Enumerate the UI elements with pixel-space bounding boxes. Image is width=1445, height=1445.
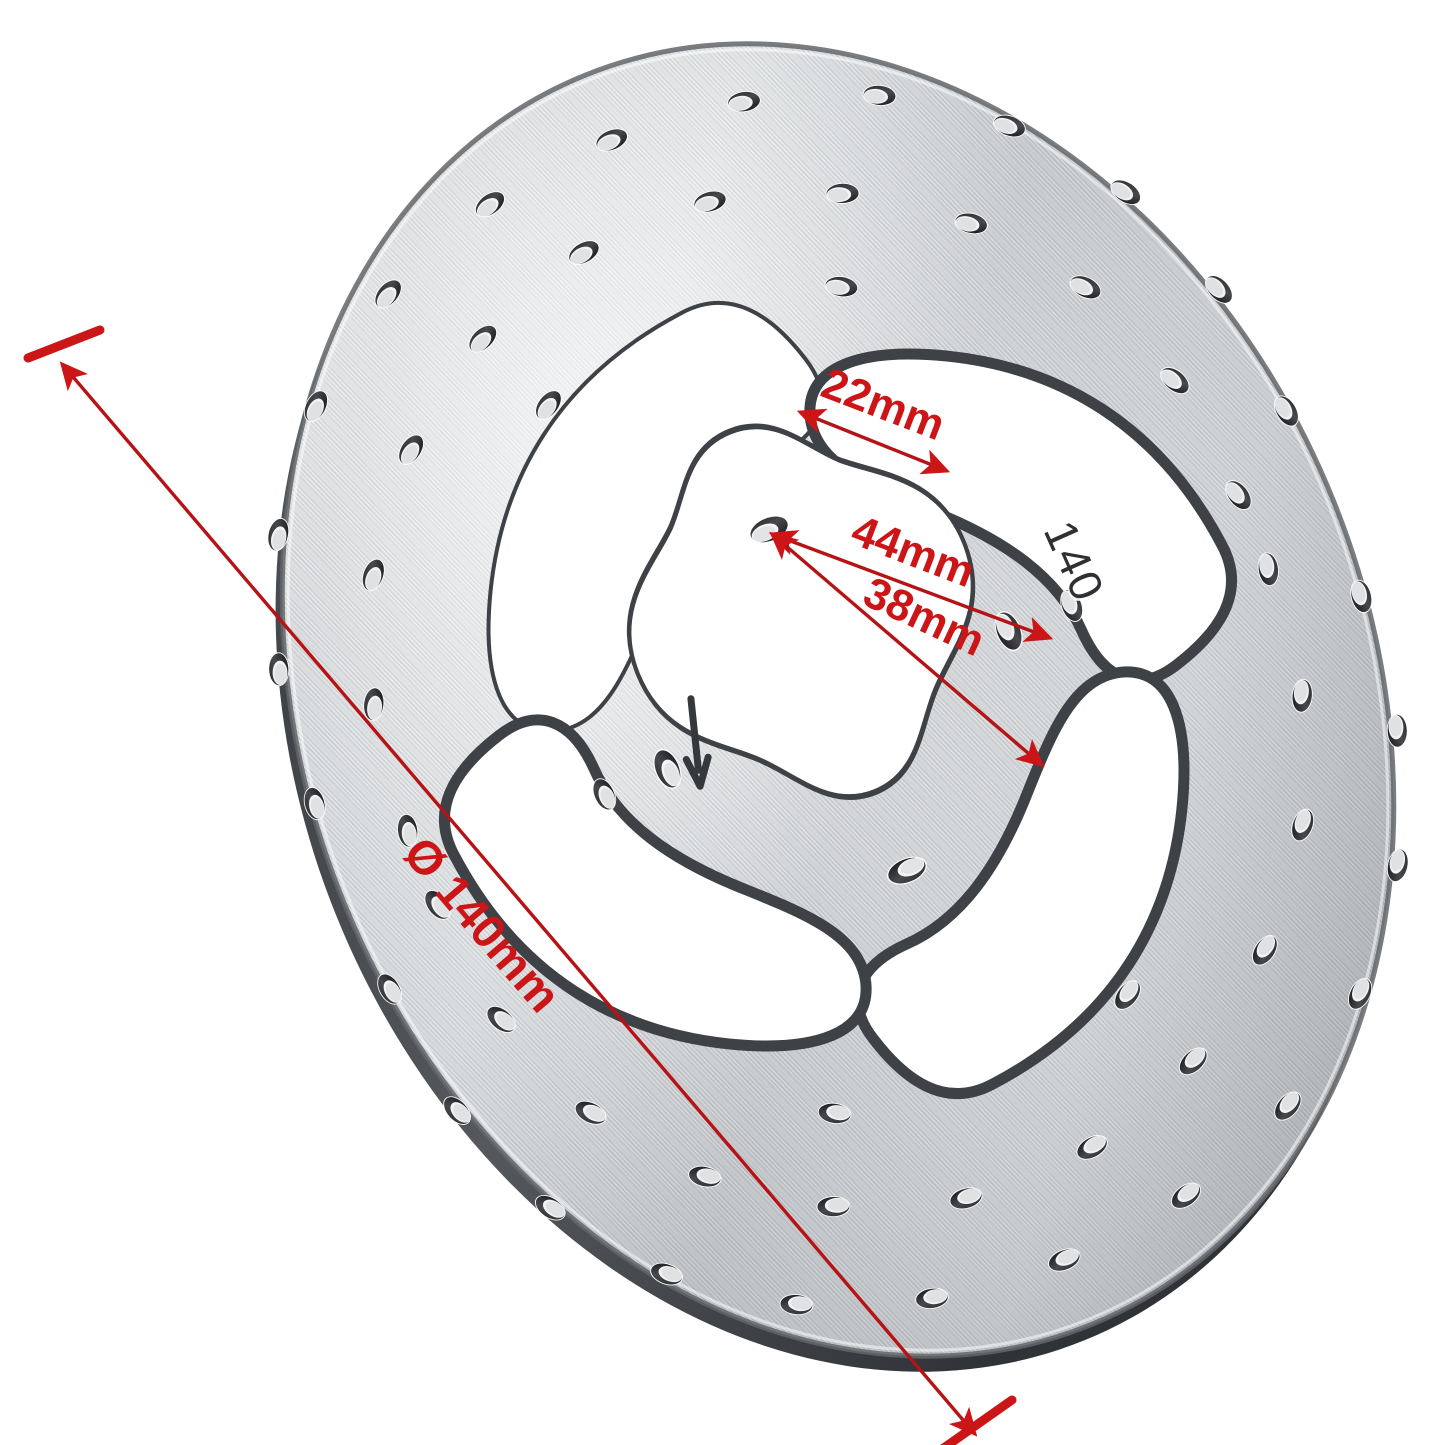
bolt-spacing-22-line [796, 408, 951, 475]
bolt-span-38-line [769, 531, 1045, 768]
diameter-measure-line [59, 361, 978, 1437]
diameter-tick-start [23, 325, 105, 363]
